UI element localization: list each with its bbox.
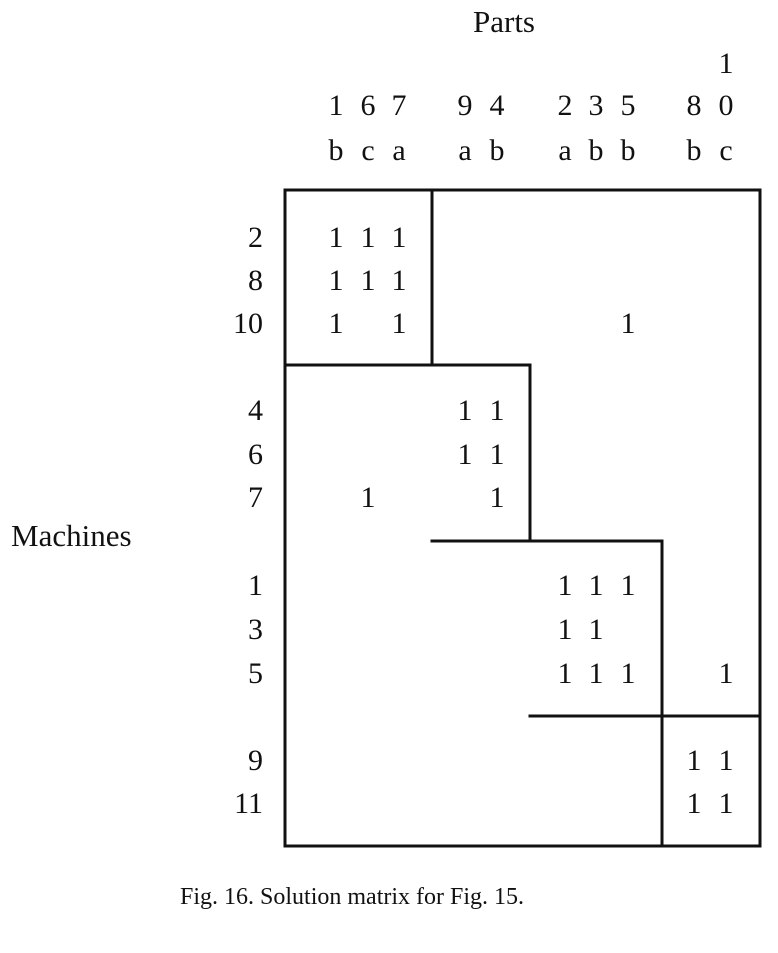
matrix-entry: 1 bbox=[360, 481, 376, 514]
matrix-entry: 1 bbox=[620, 657, 636, 690]
machine-label: 9 bbox=[248, 744, 263, 777]
part-header-letter: c bbox=[361, 134, 375, 167]
part-header-number: 0 bbox=[718, 89, 734, 122]
matrix-entry: 1 bbox=[489, 481, 505, 514]
machine-label: 2 bbox=[248, 221, 263, 254]
part-header-letter: b bbox=[588, 134, 604, 167]
part-header-letter: b bbox=[620, 134, 636, 167]
part-header-number: 2 bbox=[557, 89, 573, 122]
machine-label: 11 bbox=[234, 787, 263, 820]
machine-label: 3 bbox=[248, 613, 263, 646]
figure-caption: Fig. 16. Solution matrix for Fig. 15. bbox=[180, 884, 525, 910]
matrix-entry: 1 bbox=[557, 613, 573, 646]
part-header-number: 5 bbox=[620, 89, 636, 122]
matrix-entry: 1 bbox=[557, 657, 573, 690]
part-header-letter: b bbox=[328, 134, 344, 167]
matrix-entry: 1 bbox=[620, 307, 636, 340]
matrix-entry: 1 bbox=[620, 569, 636, 602]
machine-label: 5 bbox=[248, 657, 263, 690]
matrix-entry: 1 bbox=[391, 307, 407, 340]
machine-label: 6 bbox=[248, 438, 263, 471]
machine-label: 4 bbox=[248, 394, 263, 427]
matrix-entry: 1 bbox=[360, 221, 376, 254]
matrix-entry: 1 bbox=[686, 787, 702, 820]
machine-label: 8 bbox=[248, 264, 263, 297]
matrix-entry: 1 bbox=[588, 613, 604, 646]
matrix-entry: 1 bbox=[391, 221, 407, 254]
matrix-entry: 1 bbox=[328, 307, 344, 340]
parts-axis-label: Parts bbox=[473, 4, 535, 39]
part-header-letter: b bbox=[686, 134, 702, 167]
machine-label: 7 bbox=[248, 481, 263, 514]
machine-label: 1 bbox=[248, 569, 263, 602]
part-header-number: 6 bbox=[360, 89, 376, 122]
matrix-entry: 1 bbox=[457, 394, 473, 427]
matrix-entry: 1 bbox=[718, 744, 734, 777]
part-header-number: 4 bbox=[489, 89, 505, 122]
matrix-entry: 1 bbox=[718, 657, 734, 690]
matrix-entry: 1 bbox=[489, 394, 505, 427]
matrix-entry: 1 bbox=[457, 438, 473, 471]
part-header-number: 8 bbox=[686, 89, 702, 122]
part-header-number: 1 bbox=[328, 89, 344, 122]
matrix-entry: 1 bbox=[391, 264, 407, 297]
matrix-entry: 1 bbox=[360, 264, 376, 297]
part-header-number: 3 bbox=[588, 89, 604, 122]
matrix-entry: 1 bbox=[718, 787, 734, 820]
part-header-letter: a bbox=[392, 134, 406, 167]
matrix-entry: 1 bbox=[588, 657, 604, 690]
part-header-number: 9 bbox=[457, 89, 473, 122]
part-header-letter: a bbox=[558, 134, 572, 167]
matrix-entry: 1 bbox=[328, 221, 344, 254]
part-header-letter: c bbox=[719, 134, 733, 167]
part-header-top: 1 bbox=[718, 47, 734, 80]
matrix-entry: 1 bbox=[686, 744, 702, 777]
machine-label: 10 bbox=[233, 307, 263, 340]
matrix-entry: 1 bbox=[328, 264, 344, 297]
matrix-entry: 1 bbox=[557, 569, 573, 602]
part-header-number: 7 bbox=[391, 89, 407, 122]
part-header-letter: b bbox=[489, 134, 505, 167]
part-header-letter: a bbox=[458, 134, 472, 167]
machines-axis-label: Machines bbox=[11, 518, 132, 553]
matrix-entry: 1 bbox=[588, 569, 604, 602]
matrix-entry: 1 bbox=[489, 438, 505, 471]
